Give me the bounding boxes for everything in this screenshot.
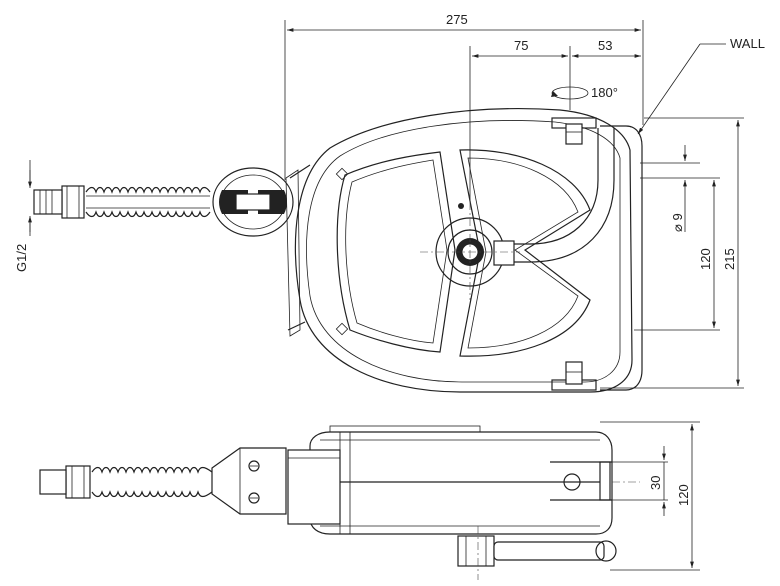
side-swivel-end <box>595 540 617 562</box>
hose-stopper-ring <box>212 167 294 237</box>
small-screw <box>458 203 464 209</box>
dim-side-depth: 120 <box>676 484 691 506</box>
side-fitting-nut <box>65 465 91 499</box>
drum-panel-right <box>459 149 591 357</box>
hose-fitting-thread <box>33 189 63 215</box>
side-guide <box>287 449 341 525</box>
hose-fitting-nut <box>61 185 85 219</box>
side-fitting-thread <box>39 469 67 495</box>
dim-side-bracket: 30 <box>648 476 663 490</box>
dim-overall-width: 275 <box>446 12 468 27</box>
dim-hole-spacing: 120 <box>698 248 713 270</box>
swivel-pipe-edge <box>494 128 615 263</box>
hose-guide-body <box>285 169 301 337</box>
side-top-rib <box>329 425 481 433</box>
side-housing <box>309 431 613 535</box>
thread-label: G1/2 <box>14 244 29 272</box>
side-swivel-pipe <box>493 541 605 561</box>
drum-panel-left <box>336 151 456 353</box>
swivel-coupling <box>493 240 515 266</box>
rotation-arrow <box>551 86 589 100</box>
wall-plate <box>600 125 643 391</box>
reel-housing-inner <box>306 120 621 383</box>
side-swivel-body <box>457 535 495 567</box>
drum-panel-left-inner <box>345 159 448 344</box>
panel-bolt-2 <box>335 322 349 336</box>
side-dimensions: 120 30 <box>600 421 700 571</box>
bottom-bolt <box>565 361 583 385</box>
dim-bracket-offset: 53 <box>598 38 612 53</box>
panel-bolt-1 <box>335 167 349 181</box>
side-mount-arm <box>550 461 612 501</box>
wall-label: WALL <box>730 36 765 51</box>
side-mount-bracket <box>599 461 611 501</box>
front-view <box>33 108 643 393</box>
dim-hole-diameter: ⌀ 9 <box>670 213 685 232</box>
side-stopper <box>211 447 287 515</box>
top-bolt <box>565 123 583 145</box>
rotation-label: 180° <box>591 85 618 100</box>
drum-panel-right-inner <box>467 157 579 349</box>
hose-assembly-front <box>33 167 294 237</box>
hose-spring <box>85 186 211 194</box>
hose-guide-arm <box>287 164 311 331</box>
dim-center-offset: 75 <box>514 38 528 53</box>
dim-total-height: 215 <box>722 248 737 270</box>
side-view <box>39 425 640 580</box>
swivel-pipe <box>494 128 599 245</box>
side-mount-hole <box>563 473 581 491</box>
front-dimensions: 275 75 53 180° WALL ⌀ 9 120 215 <box>14 12 765 389</box>
